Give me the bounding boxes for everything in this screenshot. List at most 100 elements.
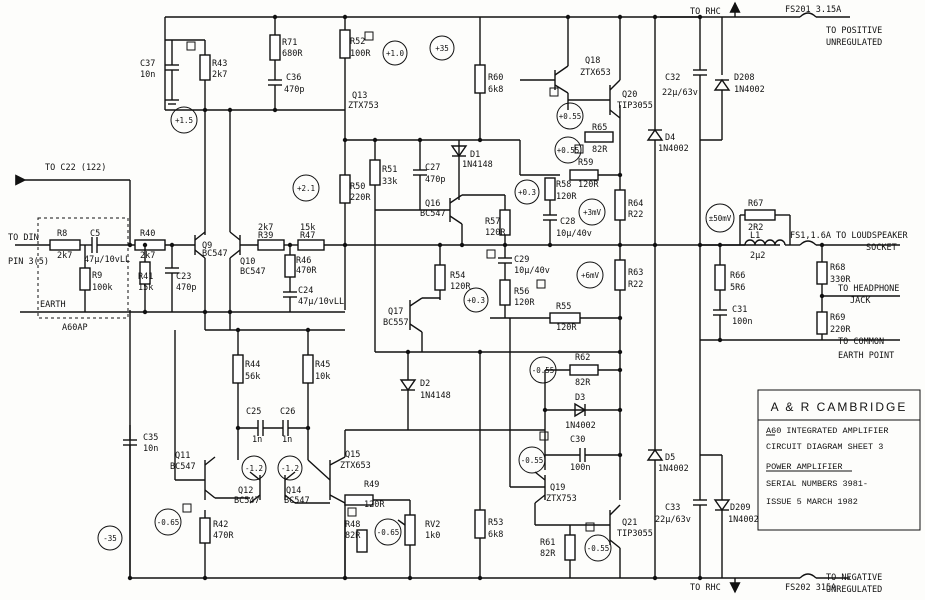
d209-value: 1N4002 (728, 515, 759, 525)
c26-ref: C26 (280, 407, 295, 417)
r9-value: 100k (92, 283, 112, 293)
r53-ref: R53 (488, 518, 503, 528)
lower-driver-network (345, 210, 626, 578)
r41-value: 15k (138, 283, 153, 293)
meter-p03b-label: +0.3 (467, 296, 485, 305)
c23-value: 470p (176, 283, 196, 293)
to-positive-unreg-label: UNREGULATED (826, 38, 882, 48)
to-positive-label: TO POSITIVE (826, 26, 882, 36)
d1-value: 1N4148 (462, 160, 493, 170)
c26-value: 1n (282, 435, 292, 445)
r56-value: 120R (514, 298, 535, 308)
title-block: A & R CAMBRIDGE A60 INTEGRATED AMPLIFIER… (757, 389, 921, 531)
din-pin-label: PIN 3(5) (8, 257, 49, 267)
q11-ref: Q11 (175, 451, 190, 461)
supply-decoupling (646, 1, 850, 248)
r52-ref: R52 (350, 37, 365, 47)
meter-m12a-label: -1.2 (245, 464, 263, 473)
negative-supply-decoupling (646, 245, 850, 594)
meter-m055a (529, 356, 557, 384)
q9-value: BC547 (202, 249, 228, 259)
d5-value: 1N4002 (658, 464, 689, 474)
c25-ref: C25 (246, 407, 261, 417)
c35-ref: C35 (143, 433, 158, 443)
title-line4: SERIAL NUMBERS 3981- (766, 479, 868, 489)
c31-ref: C31 (732, 305, 747, 315)
input-pair-q9-q10 (194, 110, 345, 330)
earth-label: EARTH (40, 300, 66, 310)
meter-p15 (170, 106, 198, 134)
r42-value: 470R (213, 531, 234, 541)
c27-value: 470p (425, 175, 445, 185)
q13-ref: Q13 (352, 91, 367, 101)
c23-ref: C23 (176, 272, 191, 282)
q16-ref: Q16 (425, 199, 440, 209)
q16-value: BC547 (420, 209, 446, 219)
earth-point-label: EARTH POINT (838, 351, 894, 361)
r63-ref: R63 (628, 268, 643, 278)
fs202-label: FS202 315A (785, 583, 836, 593)
c32-ref: C32 (665, 73, 680, 83)
r62-ref: R62 (575, 353, 590, 363)
bias-network (339, 17, 520, 245)
to-negative-label: TO NEGATIVE (826, 573, 882, 583)
to-c22-label: TO C22 (122) (45, 163, 106, 173)
q14-value: BC547 (284, 496, 310, 506)
meter-p055a-label: +0.55 (559, 112, 582, 121)
r67-ref: R67 (748, 199, 763, 209)
r51-ref: R51 (382, 165, 397, 175)
r40-ref: R40 (140, 229, 155, 239)
c33-value: 22μ/63v (655, 515, 691, 525)
c35-value: 10n (143, 444, 158, 454)
q15-ref: Q15 (345, 450, 360, 460)
meter-m35 (97, 525, 123, 551)
q15-value: ZTX653 (340, 461, 371, 471)
r43-value: 2k7 (212, 70, 227, 80)
r50-value: 220R (350, 193, 371, 203)
r64-value: R22 (628, 210, 643, 220)
c28-value: 10μ/40v (556, 229, 592, 239)
r54-ref: R54 (450, 271, 465, 281)
c5-ref: C5 (90, 229, 100, 239)
q17-value: BC557 (383, 318, 409, 328)
to-headphone-label: TO HEADPHONE (838, 284, 899, 294)
r66-ref: R66 (730, 271, 745, 281)
c30-value: 100n (570, 463, 590, 473)
d209-ref: D209 (730, 503, 750, 513)
component-labels: R8 2k7 C5 47μ/10vLL R9 100k R40 2k7 R41 … (57, 37, 851, 559)
meter-50mv-label: ±50mV (709, 214, 732, 223)
r54-value: 120R (450, 282, 471, 292)
q13-value: ZTX753 (348, 101, 379, 111)
meter-3mv-label: +3mV (583, 208, 602, 217)
title-line2: CIRCUIT DIAGRAM SHEET 3 (766, 442, 883, 452)
r41-ref: R41 (138, 272, 153, 282)
meter-p15-label: +1.5 (175, 116, 193, 125)
r65-ref: R65 (592, 123, 607, 133)
r55-ref: R55 (556, 302, 571, 312)
r45-ref: R45 (315, 360, 330, 370)
r59-ref: R59 (578, 158, 593, 168)
title-line3: POWER AMPLIFIER (766, 462, 843, 472)
r43-ref: R43 (212, 59, 227, 69)
q20-value: TIP3055 (617, 101, 653, 111)
r55-value: 120R (556, 323, 577, 333)
r9-ref: R9 (92, 271, 102, 281)
input-section (15, 174, 195, 319)
r44-value: 56k (245, 372, 260, 382)
q12-value: BC547 (234, 496, 260, 506)
to-rhc-top-label: TO RHC (690, 7, 721, 17)
c31-value: 100n (732, 317, 752, 327)
r59-value: 120R (578, 180, 599, 190)
c29-ref: C29 (514, 255, 529, 265)
c30-ref: C30 (570, 435, 585, 445)
q11-value: BC547 (170, 462, 196, 472)
d4-ref: D4 (665, 133, 675, 143)
board-label: A60AP (62, 323, 88, 333)
meter-m055b-label: -0.55 (521, 456, 544, 465)
d2-value: 1N4148 (420, 391, 451, 401)
q21-value: TIP3055 (617, 529, 653, 539)
r44-ref: R44 (245, 360, 260, 370)
to-din-label: TO DIN (8, 233, 39, 243)
meter-p03b (463, 287, 489, 313)
